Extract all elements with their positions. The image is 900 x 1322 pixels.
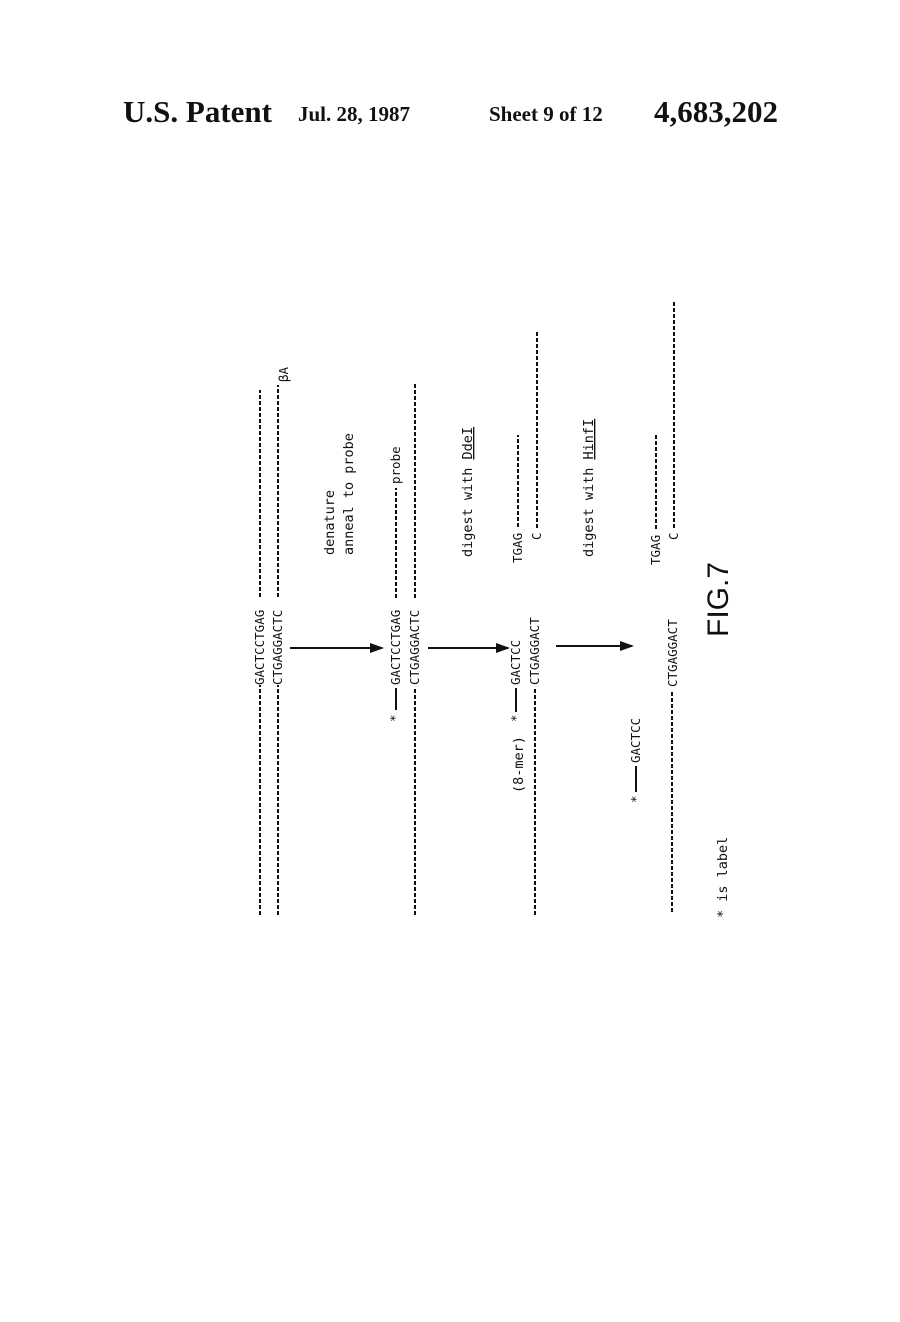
allele-label: βA	[276, 366, 291, 382]
stage-4-label-star: *	[628, 795, 643, 803]
sheet-number: Sheet 9 of 12	[489, 102, 603, 126]
step-3-label: digest with HinfI	[581, 419, 597, 557]
stage-1-genomic-duplex: GACTCCTGAG CTGAGGACTC βA	[252, 366, 291, 915]
step-2-label: digest with DdeI	[460, 427, 476, 557]
stage-3-top-sequence: GACTCC	[508, 640, 523, 685]
stage-4-fragment-bottom: C	[666, 532, 681, 540]
stage-2-label-star: *	[387, 714, 402, 722]
step-1-label: denature anneal to probe	[322, 433, 357, 555]
patent-number: 4,683,202	[654, 94, 778, 129]
stage-4-hinfi-digest: * GACTCC CTGAGGACT TGAG C	[628, 302, 681, 912]
stage-3-label-star: *	[508, 714, 523, 722]
stage-2-annealed: * GACTCCTGAG probe CTGAGGACTC	[387, 382, 422, 915]
denature-text: denature	[322, 490, 338, 555]
step-3-prefix: digest with	[581, 459, 597, 557]
stage-1-bottom-sequence: CTGAGGACTC	[270, 610, 285, 685]
stage-2-top-sequence: GACTCCTGAG	[388, 610, 403, 685]
eight-mer-label: (8-mer)	[511, 736, 527, 793]
stage-3-fragment-top: TGAG	[510, 533, 525, 563]
stage-2-bottom-sequence: CTGAGGACTC	[407, 610, 422, 685]
stage-4-label-sequence: GACTCC	[628, 718, 643, 763]
ddei-enzyme: DdeI	[460, 427, 476, 460]
stage-4-bottom-sequence: CTGAGGACT	[665, 619, 680, 687]
stage-1-top-sequence: GACTCCTGAG	[252, 610, 267, 685]
stage-3-bottom-sequence: CTGAGGACT	[527, 617, 542, 685]
probe-label: probe	[388, 446, 403, 484]
hinfi-enzyme: HinfI	[581, 419, 597, 460]
patent-label: U.S. Patent	[123, 94, 272, 129]
stage-3-ddei-digest: (8-mer) * GACTCC CTGAGGACT TGAG C	[508, 330, 544, 915]
step-2-prefix: digest with	[460, 459, 476, 557]
patent-date: Jul. 28, 1987	[298, 102, 411, 126]
legend-label-note: * is label	[715, 837, 731, 918]
anneal-text: anneal to probe	[341, 433, 357, 555]
stage-4-fragment-top: TGAG	[648, 535, 663, 565]
stage-3-fragment-bottom: C	[529, 532, 544, 540]
figure-label: FIG.7	[702, 562, 735, 637]
